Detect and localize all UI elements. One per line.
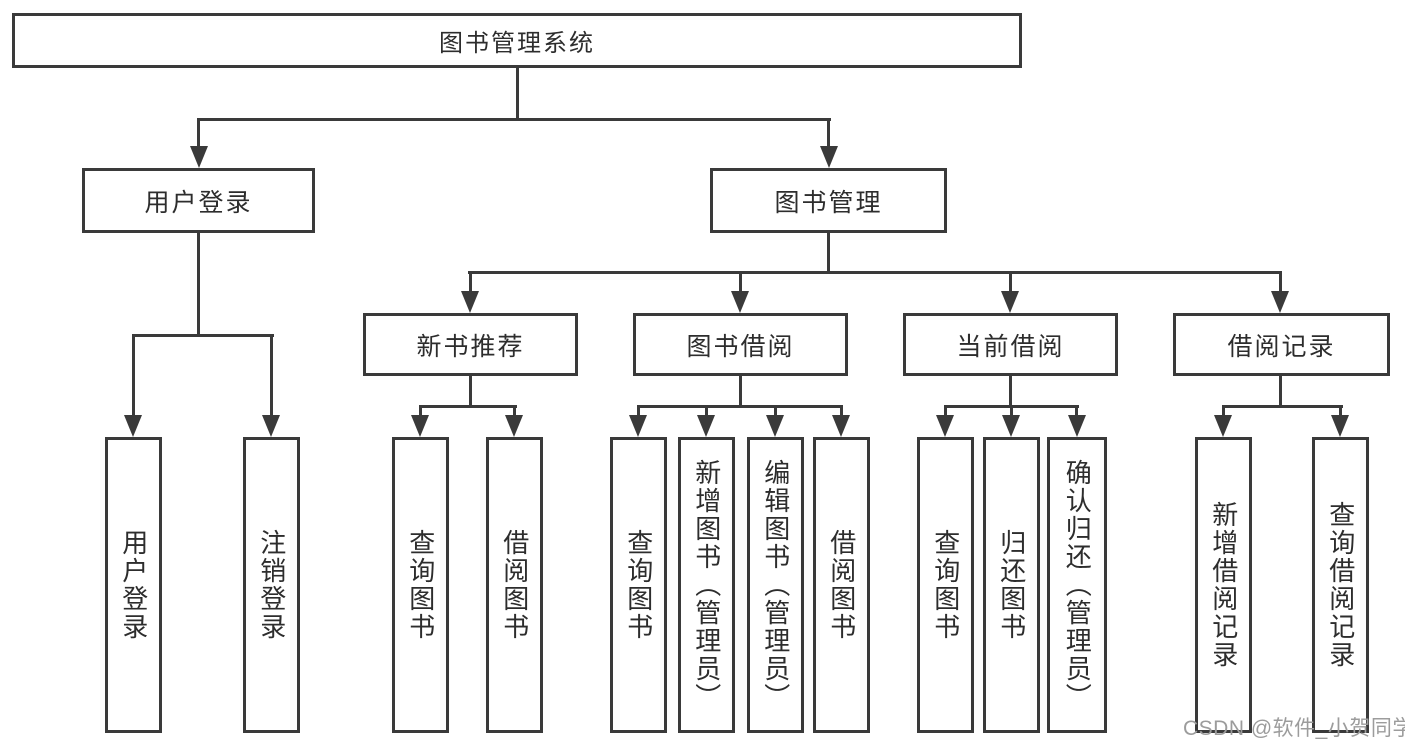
connector-line	[1009, 271, 1012, 293]
connector-line	[197, 118, 200, 148]
connector-line	[469, 376, 472, 407]
connector-line	[468, 271, 1282, 274]
arrow-down-icon	[1214, 415, 1232, 437]
arrow-down-icon	[820, 146, 838, 168]
node-user-login: 用户登录	[82, 168, 315, 233]
arrow-down-icon	[411, 415, 429, 437]
node-new-book-recommendation: 新书推荐	[363, 313, 578, 376]
connector-line	[637, 405, 640, 417]
leaf-query-books-recommend: 查询图书	[392, 437, 449, 733]
connector-line	[1009, 376, 1012, 407]
node-book-management: 图书管理	[710, 168, 947, 233]
connector-line	[637, 405, 843, 408]
connector-line	[197, 233, 200, 336]
arrow-down-icon	[505, 415, 523, 437]
connector-line	[513, 405, 516, 417]
arrow-down-icon	[629, 415, 647, 437]
leaf-user-login: 用户登录	[105, 437, 162, 733]
leaf-borrow-books: 借阅图书	[813, 437, 870, 733]
connector-line	[1222, 405, 1225, 417]
connector-line	[1339, 405, 1342, 417]
connector-line	[132, 334, 135, 417]
connector-line	[827, 233, 830, 273]
leaf-return-books: 归还图书	[983, 437, 1040, 733]
connector-line	[827, 118, 830, 148]
connector-line	[132, 334, 274, 337]
connector-line	[1075, 405, 1078, 417]
csdn-watermark: CSDN @软件_小贺同学	[1183, 717, 1405, 740]
node-current-borrowing: 当前借阅	[903, 313, 1118, 376]
node-borrowing-records: 借阅记录	[1173, 313, 1390, 376]
leaf-edit-books-admin: 编辑图书（管理员）	[747, 437, 804, 733]
leaf-add-borrow-record: 新增借阅记录	[1195, 437, 1252, 733]
connector-line	[516, 68, 519, 120]
connector-line	[705, 405, 708, 417]
arrow-down-icon	[1331, 415, 1349, 437]
connector-line	[270, 334, 273, 417]
arrow-down-icon	[936, 415, 954, 437]
connector-line	[1222, 405, 1343, 408]
connector-line	[1279, 376, 1282, 407]
connector-line	[840, 405, 843, 417]
connector-line	[1279, 271, 1282, 293]
leaf-borrow-books-recommend: 借阅图书	[486, 437, 543, 733]
arrow-down-icon	[731, 291, 749, 313]
leaf-confirm-return-admin: 确认归还（管理员）	[1047, 437, 1107, 733]
leaf-add-books-admin: 新增图书（管理员）	[678, 437, 735, 733]
connector-line	[774, 405, 777, 417]
leaf-logout: 注销登录	[243, 437, 300, 733]
connector-line	[944, 405, 947, 417]
leaf-query-books-borrow: 查询图书	[610, 437, 667, 733]
leaf-query-books-current: 查询图书	[917, 437, 974, 733]
connector-line	[1010, 405, 1013, 417]
arrow-down-icon	[1001, 291, 1019, 313]
arrow-down-icon	[124, 415, 142, 437]
node-library-management-system: 图书管理系统	[12, 13, 1022, 68]
arrow-down-icon	[1068, 415, 1086, 437]
arrow-down-icon	[461, 291, 479, 313]
arrow-down-icon	[697, 415, 715, 437]
leaf-query-borrow-record: 查询借阅记录	[1312, 437, 1369, 733]
connector-line	[739, 376, 742, 407]
node-book-borrowing: 图书借阅	[633, 313, 848, 376]
arrow-down-icon	[1271, 291, 1289, 313]
connector-line	[739, 271, 742, 293]
arrow-down-icon	[190, 146, 208, 168]
connector-line	[419, 405, 422, 417]
arrow-down-icon	[1002, 415, 1020, 437]
arrow-down-icon	[262, 415, 280, 437]
connector-line	[419, 405, 517, 408]
connector-line	[197, 118, 831, 121]
connector-line	[469, 271, 472, 293]
arrow-down-icon	[766, 415, 784, 437]
arrow-down-icon	[832, 415, 850, 437]
